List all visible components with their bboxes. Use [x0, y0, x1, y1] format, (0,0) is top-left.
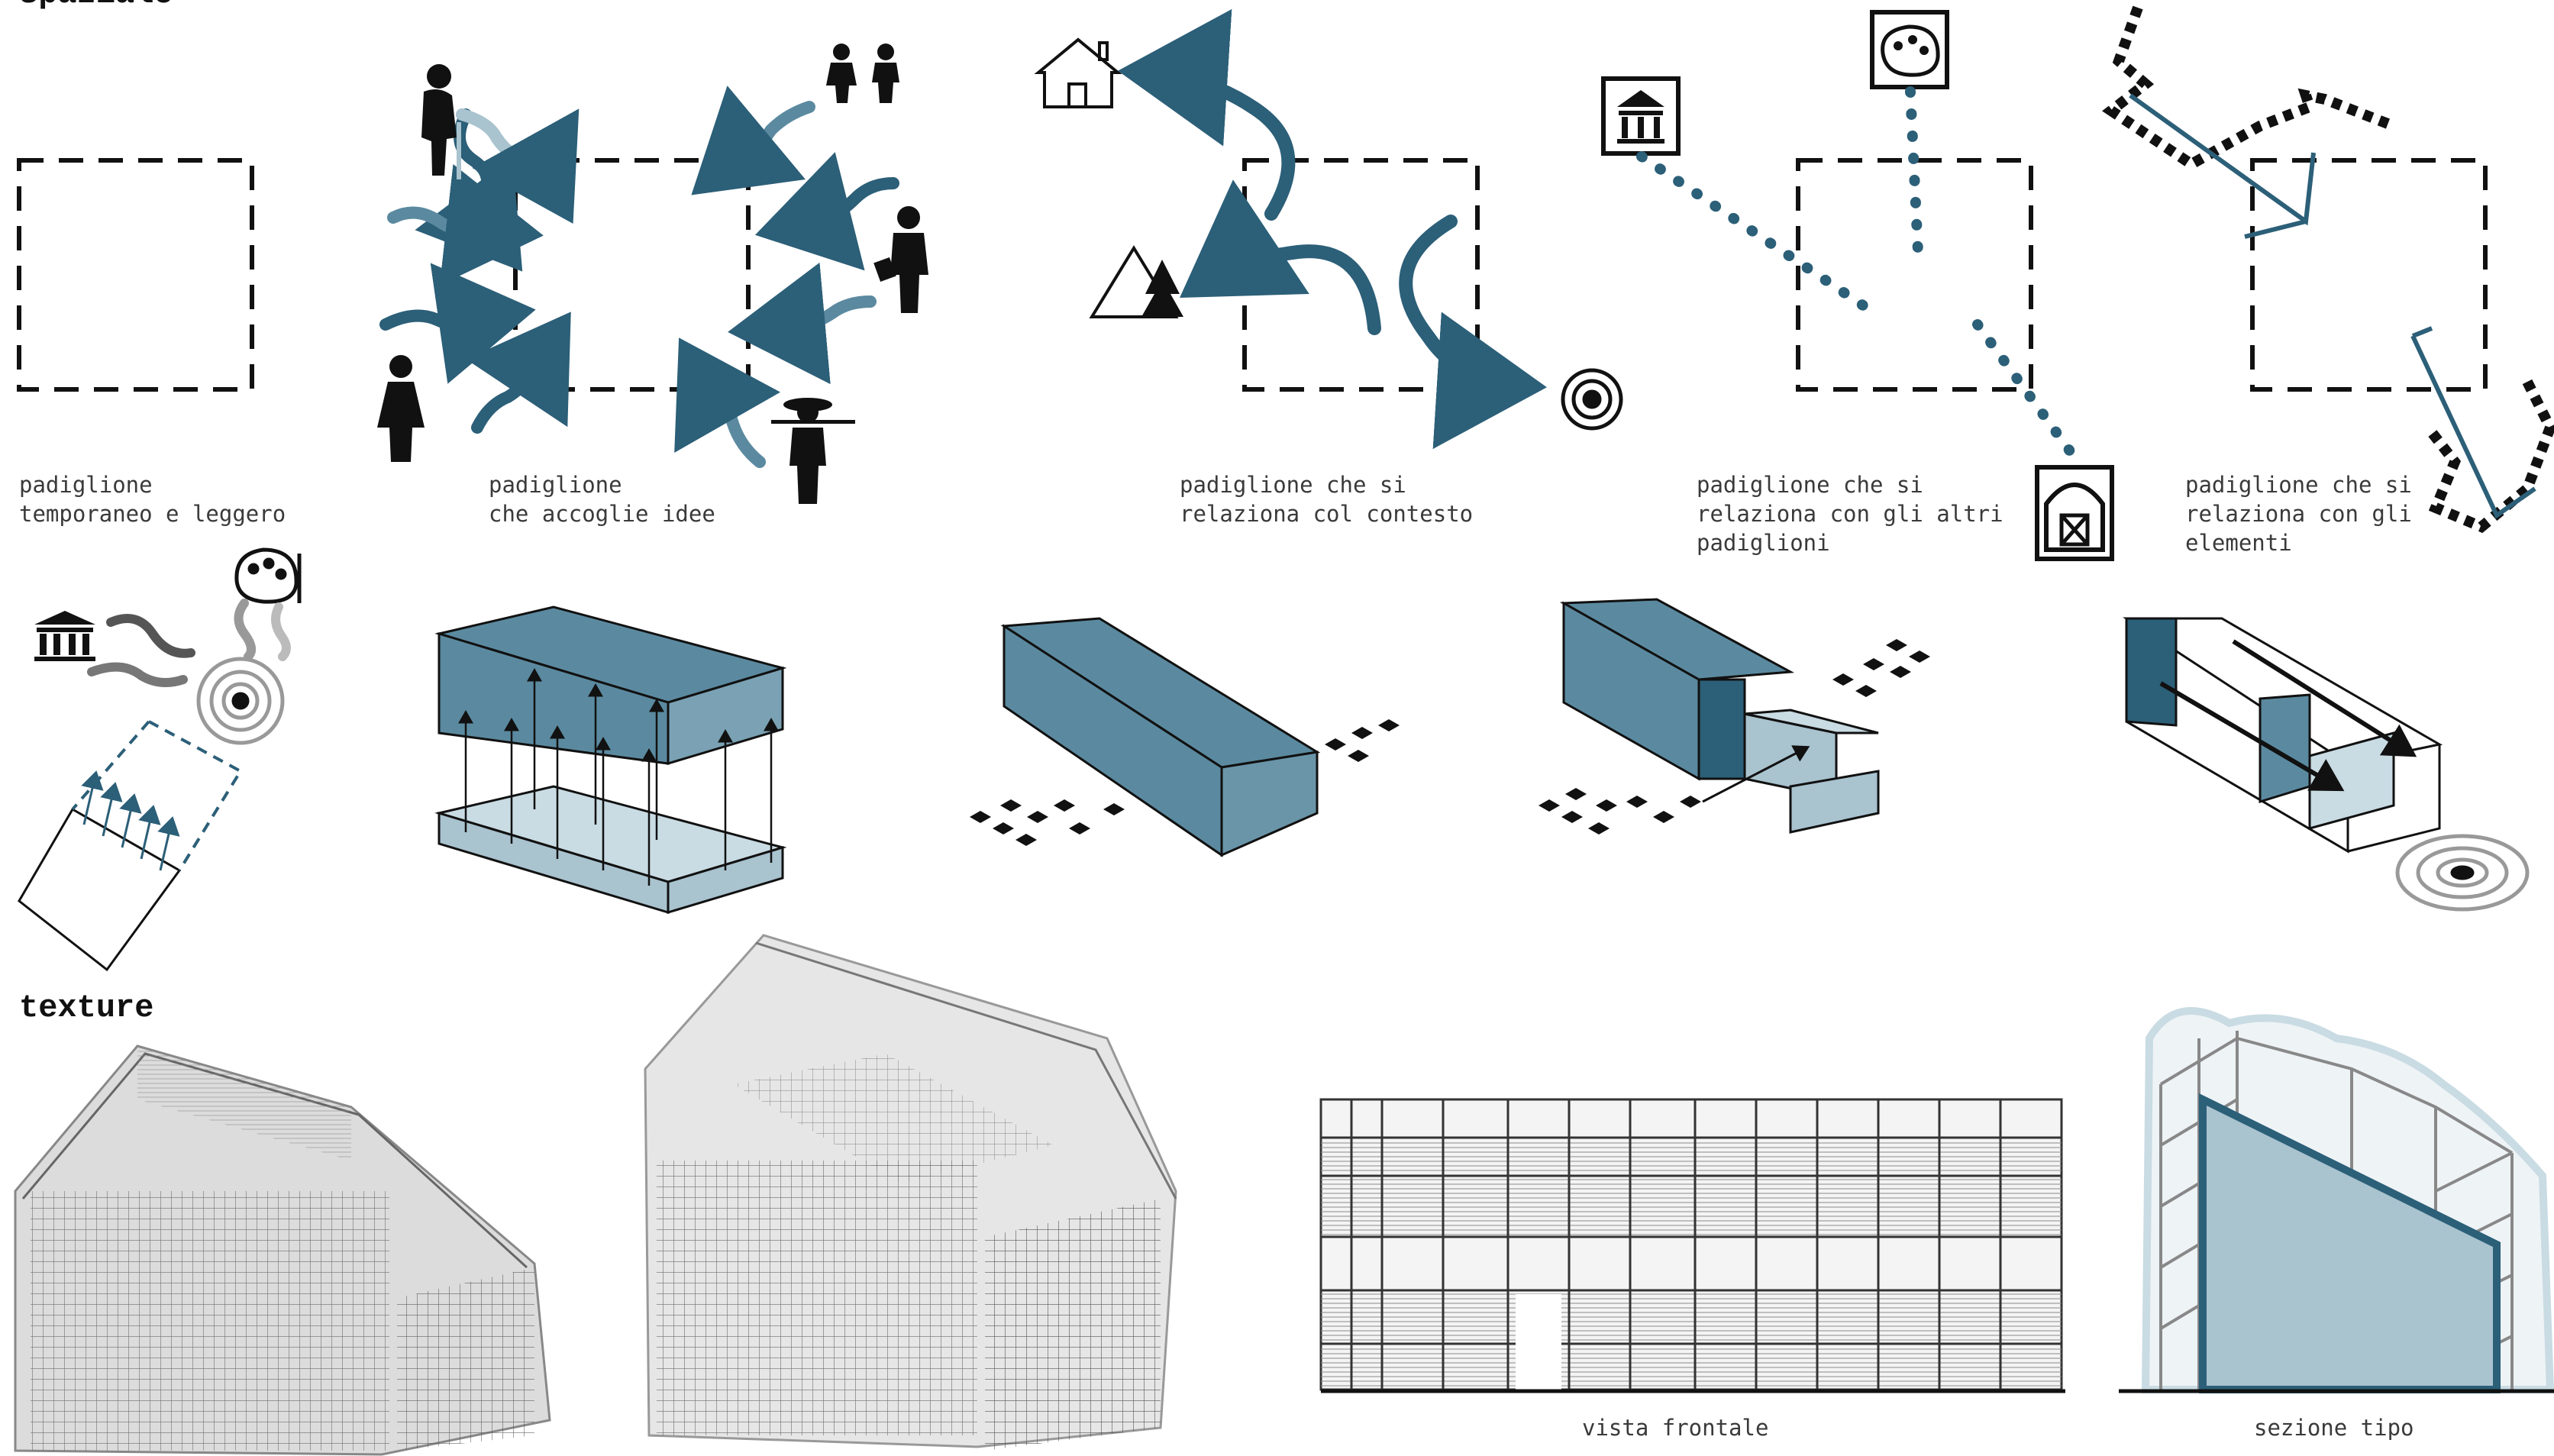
woman-icon: [377, 355, 425, 462]
section-label: sezione tipo: [2254, 1415, 2414, 1441]
iso-solid-prism: [970, 617, 1400, 857]
museum-icon: [1601, 76, 1681, 156]
target-icon-grey: [196, 657, 285, 745]
context-arrows: [1118, 8, 1547, 450]
target-icon: [1561, 368, 1623, 431]
target-icon-ellipse: [2395, 834, 2530, 912]
palette-icon: [1870, 10, 1949, 89]
iso-lifted-roof: [434, 605, 787, 915]
scaffold-render-2: [644, 934, 1177, 1451]
texture-heading: texture: [19, 989, 154, 1026]
museum-icon-small: [34, 611, 95, 661]
iso-connected-boxes: [1539, 598, 1930, 835]
dashed-frames: [17, 158, 2488, 392]
pavilion-links: [1636, 86, 2086, 471]
idea-arrows: [379, 86, 899, 468]
mountain-tree-icon: [1089, 245, 1183, 318]
fade-arrows: [87, 599, 291, 687]
element-arrows: [2129, 93, 2536, 519]
iso-elements-box: [2122, 617, 2443, 854]
element-paths: [2102, 5, 2554, 534]
children-icon: [826, 44, 899, 103]
businessman-icon: [873, 206, 928, 313]
farmer-icon: [771, 398, 855, 504]
palette-icon-small: [234, 547, 302, 604]
front-view-label: vista frontale: [1582, 1415, 1769, 1441]
top-heading-partial: spaziale: [19, 0, 173, 12]
tilted-pavilion: [18, 720, 243, 972]
house-icon: [1034, 37, 1122, 108]
front-elevation: [1319, 1098, 2065, 1393]
typical-section: [2119, 1007, 2554, 1393]
elderly-person-icon: [421, 64, 461, 179]
barn-icon: [2035, 465, 2114, 561]
scaffold-render-1: [14, 1044, 551, 1456]
